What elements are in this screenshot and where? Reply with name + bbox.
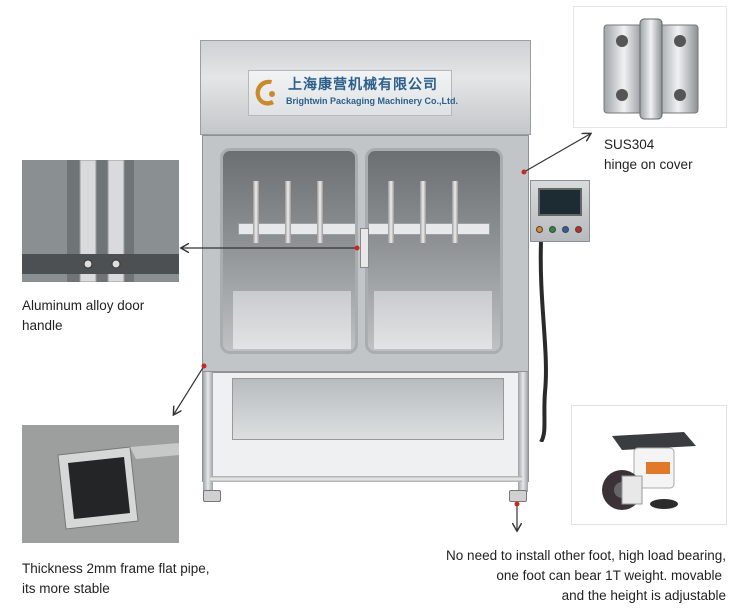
pipe-caption-line1: Thickness 2mm frame flat pipe,	[22, 561, 210, 576]
power-cable	[538, 242, 548, 442]
logo-chinese-name: 上海康营机械有限公司	[288, 76, 438, 92]
door-handle-icon	[22, 160, 179, 282]
square-pipe-photo	[22, 425, 179, 543]
frame-leg	[203, 372, 213, 492]
hinge-icon	[603, 18, 699, 120]
control-button	[549, 226, 556, 233]
door-handle-photo	[22, 160, 179, 282]
caster-caption: No need to install other foot, high load…	[0, 546, 726, 606]
hinge-caption-line1: SUS304	[604, 137, 655, 152]
left-door-window	[220, 148, 358, 354]
filling-nozzle	[253, 181, 259, 243]
frame-leg	[518, 372, 528, 492]
company-logo-icon	[255, 79, 275, 106]
drip-tray	[374, 291, 492, 349]
caster-foot	[203, 490, 221, 502]
lower-tray	[232, 378, 504, 440]
frame-crossbar	[210, 476, 522, 482]
filling-nozzle	[388, 181, 394, 243]
caster-caption-line3: and the height is adjustable	[561, 588, 726, 603]
handle-caption: Aluminum alloy door handle	[22, 296, 144, 336]
caster-wheel-icon	[602, 432, 696, 510]
hinge-caption-line2: hinge on cover	[604, 157, 693, 172]
pipe-caption: Thickness 2mm frame flat pipe, its more …	[22, 559, 210, 599]
emergency-stop-button	[575, 226, 582, 233]
filling-nozzle	[420, 181, 426, 243]
touch-screen	[538, 188, 582, 216]
filling-nozzle	[452, 181, 458, 243]
caster-foot	[509, 490, 527, 502]
caster-caption-line2: one foot can bear 1T weight. movable	[496, 568, 722, 583]
nozzle-rail	[238, 223, 355, 235]
control-button	[536, 226, 543, 233]
hinge-caption: SUS304 hinge on cover	[604, 135, 693, 175]
right-door-window	[365, 148, 503, 354]
drip-tray	[233, 291, 351, 349]
filling-nozzle	[285, 181, 291, 243]
caster-wheel-photo	[571, 405, 727, 525]
door-handle	[360, 228, 369, 268]
caster-caption-line1: No need to install other foot, high load…	[446, 548, 726, 563]
arrow-pipe	[174, 365, 205, 414]
handle-caption-line2: handle	[22, 318, 63, 333]
logo-english-name: Brightwin Packaging Machinery Co.,Ltd.	[286, 96, 459, 106]
logo-plate	[248, 70, 452, 116]
hinge-photo	[573, 6, 727, 128]
control-button	[562, 226, 569, 233]
square-pipe-icon	[22, 425, 179, 543]
arrow-hinge	[523, 134, 590, 173]
handle-caption-line1: Aluminum alloy door	[22, 298, 145, 313]
pipe-caption-line2: its more stable	[22, 581, 110, 596]
filling-nozzle	[317, 181, 323, 243]
